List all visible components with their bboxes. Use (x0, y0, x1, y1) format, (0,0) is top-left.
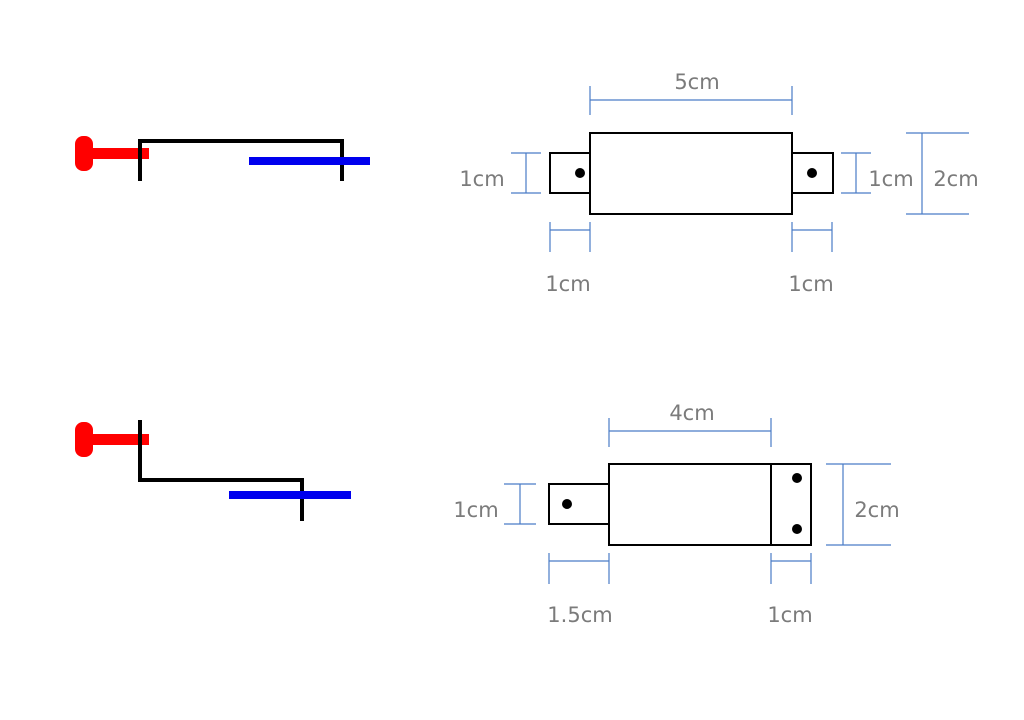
bracket-outline-bottom (138, 420, 304, 521)
label-bottom-end-width: 1cm (767, 603, 812, 627)
label-top-left-tab-height: 1cm (459, 167, 504, 191)
red-shaft-top (88, 148, 149, 159)
label-top-right-tab-width: 1cm (788, 272, 833, 296)
plan-view-top (549, 132, 834, 215)
left-tab-bottom (548, 483, 610, 525)
left-hole-top (575, 168, 585, 178)
left-hole-bottom (562, 499, 572, 509)
label-top-right-tab-height: 1cm (868, 167, 913, 191)
red-shaft-bottom (88, 434, 149, 445)
end-hole-lower-bottom (792, 524, 802, 534)
label-top-body-height: 2cm (933, 167, 978, 191)
label-top-body-width: 5cm (674, 70, 719, 94)
side-view-bottom (75, 420, 351, 521)
left-tab-top (549, 152, 591, 194)
plan-view-bottom (548, 463, 812, 546)
dimensions-bottom (504, 418, 891, 584)
red-handle-bottom (75, 422, 93, 457)
right-tab-top (791, 152, 834, 194)
body-rect-bottom (608, 463, 812, 546)
label-top-left-tab-width: 1cm (545, 272, 590, 296)
end-hole-upper-bottom (792, 473, 802, 483)
label-bottom-tab-width: 1.5cm (547, 603, 612, 627)
red-handle-top (75, 136, 93, 171)
dimensions-top (511, 86, 969, 252)
label-bottom-body-height: 2cm (854, 498, 899, 522)
body-rect-top (589, 132, 793, 215)
right-hole-top (807, 168, 817, 178)
label-bottom-tab-height: 1cm (453, 498, 498, 522)
side-view-top (75, 136, 370, 181)
label-bottom-body-width: 4cm (669, 401, 714, 425)
